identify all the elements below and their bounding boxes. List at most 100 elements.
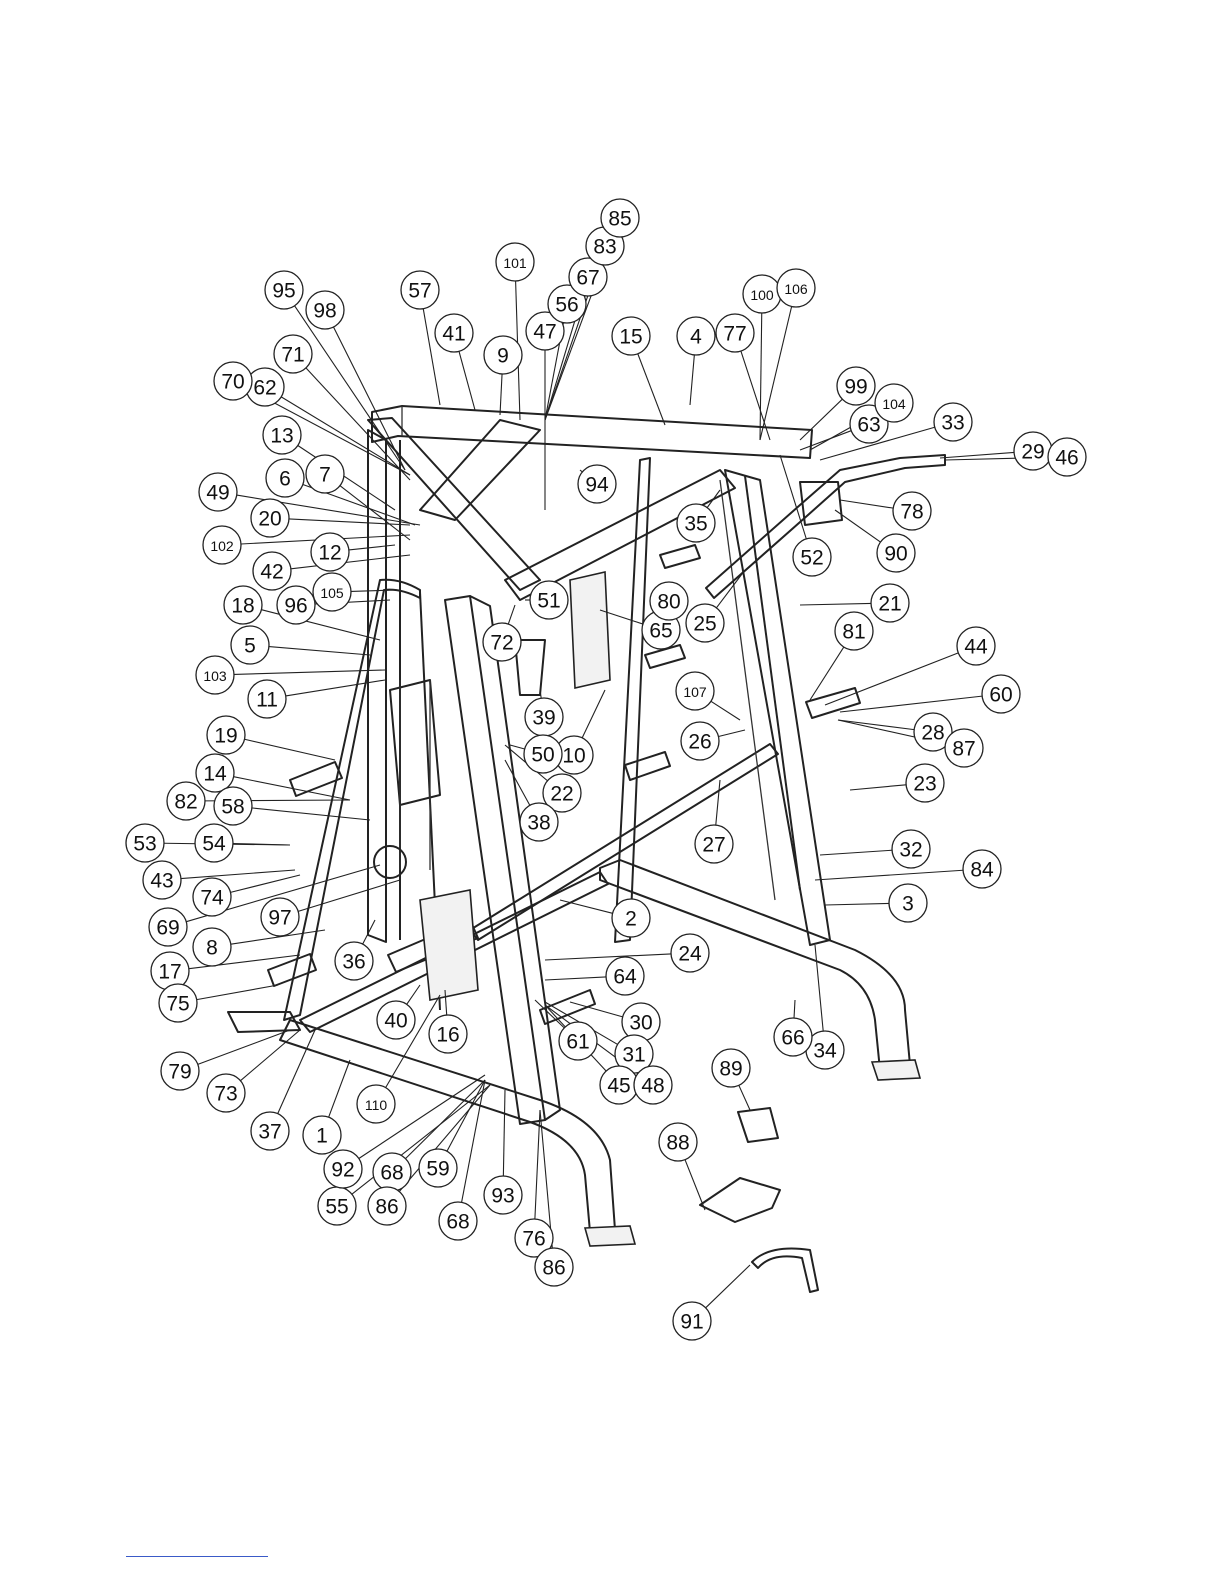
callout-number: 101	[503, 255, 527, 271]
leader-line-76	[534, 1109, 541, 1220]
part-callout-27: 27	[694, 824, 734, 864]
callout-number: 104	[882, 396, 906, 412]
callout-circle	[428, 1014, 468, 1054]
leader-line-44	[824, 652, 959, 706]
callout-number: 68	[446, 1211, 469, 1234]
leader-line-33	[819, 426, 935, 461]
callout-number: 38	[527, 812, 550, 835]
part-callout-51: 51	[529, 580, 569, 620]
callout-number: 91	[680, 1311, 703, 1334]
leader-line-72	[507, 604, 516, 625]
leader-line-35	[706, 489, 721, 508]
part-callout-57: 57	[400, 270, 440, 310]
callout-circle	[547, 284, 587, 324]
callout-circle	[198, 472, 238, 512]
callout-number: 26	[688, 731, 711, 754]
leader-line-2	[559, 899, 613, 914]
callout-circle	[711, 1048, 751, 1088]
callout-number: 79	[168, 1061, 191, 1084]
part-callout-17: 17	[150, 951, 190, 991]
leader-line-40	[406, 984, 421, 1005]
callout-number: 86	[375, 1196, 398, 1219]
part-callout-26: 26	[680, 721, 720, 761]
leader-line-75	[196, 984, 279, 1001]
callout-number: 1	[316, 1125, 328, 1148]
callout-circle	[125, 823, 165, 863]
leader-line-86	[539, 1109, 553, 1249]
callout-circle	[715, 313, 755, 353]
part-callout-59: 59	[418, 1148, 458, 1188]
callout-number: 3	[902, 893, 914, 916]
callout-number: 81	[842, 621, 865, 644]
callout-circle	[418, 1148, 458, 1188]
callout-number: 23	[913, 773, 936, 796]
part-callout-74: 74	[192, 877, 232, 917]
callout-circle	[305, 454, 345, 494]
part-callout-37: 37	[250, 1111, 290, 1151]
part-callout-25: 25	[685, 603, 725, 643]
part-callout-28: 28	[913, 712, 953, 752]
leader-line-12	[348, 544, 396, 551]
machine-frame-drawing	[227, 405, 946, 1293]
part-callout-92: 92	[323, 1149, 363, 1189]
callout-circle	[514, 1218, 554, 1258]
callout-number: 44	[964, 636, 988, 659]
leader-line-37	[277, 1029, 316, 1114]
part-callout-2: 2	[611, 898, 651, 938]
part-callout-32: 32	[891, 829, 931, 869]
part-callout-107: 107	[675, 671, 715, 711]
leader-line-79	[197, 1029, 291, 1065]
part-callout-55: 55	[317, 1186, 357, 1226]
part-callout-105: 105	[312, 572, 352, 612]
callout-number: 78	[900, 501, 923, 524]
leader-line-17	[188, 954, 301, 970]
callout-circle	[247, 679, 287, 719]
callout-number: 47	[533, 321, 556, 344]
callout-circle	[158, 983, 198, 1023]
part-callout-68: 68	[372, 1152, 412, 1192]
leader-line-11	[285, 679, 386, 697]
leader-line-29	[939, 451, 1015, 459]
footer-rule	[126, 1556, 268, 1557]
callout-number: 6	[279, 468, 291, 491]
callout-number: 17	[158, 961, 181, 984]
leader-line-32	[819, 849, 893, 856]
leader-line-97	[297, 879, 401, 912]
callout-circle	[262, 415, 302, 455]
part-callout-98: 98	[305, 290, 345, 330]
leader-line-91	[705, 1264, 751, 1309]
part-callout-50: 50	[523, 734, 563, 774]
part-callout-106: 106	[776, 268, 816, 308]
callout-number: 83	[593, 236, 616, 259]
callout-number: 85	[608, 208, 631, 231]
callout-number: 87	[952, 738, 975, 761]
part-callout-78: 78	[892, 491, 932, 531]
callout-number: 22	[550, 783, 573, 806]
part-callout-49: 49	[198, 472, 238, 512]
callout-circle	[367, 1186, 407, 1226]
part-callout-1: 1	[302, 1115, 342, 1155]
callout-circle	[194, 823, 234, 863]
leader-line-24	[544, 953, 672, 961]
callout-circle	[577, 464, 617, 504]
part-callout-12: 12	[310, 532, 350, 572]
callout-circle	[223, 585, 263, 625]
callout-number: 20	[258, 508, 281, 531]
part-callout-34: 34	[805, 1030, 845, 1070]
leader-line-28	[837, 719, 915, 731]
callout-number: 54	[202, 833, 226, 856]
leader-line-34	[814, 944, 824, 1032]
callout-circle	[611, 898, 651, 938]
callout-circle	[192, 877, 232, 917]
callout-circle	[334, 941, 374, 981]
leader-line-36	[362, 919, 376, 945]
leader-line-64	[544, 976, 607, 981]
part-callout-91: 91	[672, 1301, 712, 1341]
callout-circle	[680, 721, 720, 761]
part-callout-61: 61	[558, 1021, 598, 1061]
leader-line-92	[358, 1074, 486, 1159]
part-callout-79: 79	[160, 1051, 200, 1091]
callout-circle	[312, 572, 352, 612]
callout-number: 75	[166, 993, 189, 1016]
part-callout-82: 82	[166, 781, 206, 821]
